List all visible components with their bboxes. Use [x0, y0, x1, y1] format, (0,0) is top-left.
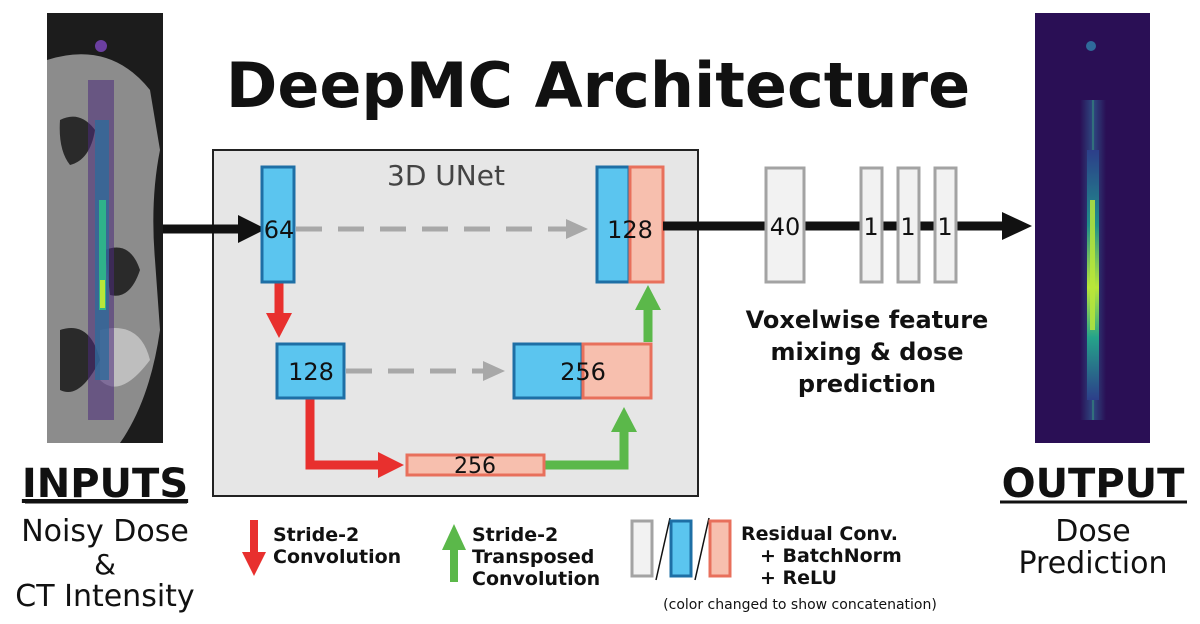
decoder-block-2-label: 256	[560, 358, 606, 386]
legend-upsample: Stride-2 Transposed Convolution	[442, 524, 600, 590]
upsample-arrow-2-head	[635, 285, 661, 310]
upsample-arrow-1-head	[611, 407, 637, 432]
legend-note: (color changed to show concatenation)	[663, 597, 937, 613]
downsample-arrow-2	[305, 398, 382, 470]
legend-gray-block-icon	[630, 519, 654, 578]
legend-salmon-block-icon	[708, 519, 732, 578]
decoder-block-1-label: 128	[607, 216, 653, 244]
input-arrow-head	[238, 215, 266, 243]
legend-down-line2: Convolution	[273, 546, 401, 568]
legend-down-arrow-icon	[242, 552, 266, 576]
head-layer-1b-label: 1	[900, 213, 915, 241]
inputs-heading: INPUTS	[22, 461, 188, 507]
output-arrow-head	[1002, 212, 1032, 240]
skip-connection-top-head	[566, 219, 588, 239]
encoder-block-1-label: 64	[264, 216, 295, 244]
legend-up-line3: Convolution	[472, 568, 600, 590]
downsample-arrow-1-head	[266, 313, 292, 338]
output-heading: OUTPUT	[1002, 461, 1186, 507]
head-layer-1a-label: 1	[863, 213, 878, 241]
legend-up-line2: Transposed	[472, 546, 594, 568]
downsample-arrow-2-head	[378, 452, 404, 478]
skip-connection-middle-head	[483, 361, 505, 381]
head-layer-1c-label: 1	[937, 213, 952, 241]
legend-residual: Residual Conv. + BatchNorm + ReLU (color…	[630, 517, 937, 613]
head-caption-line1: Voxelwise feature	[746, 306, 989, 334]
inputs-line3: CT Intensity	[15, 579, 194, 614]
output-dose-image	[1035, 13, 1150, 443]
inputs-line1: Noisy Dose	[21, 514, 189, 549]
inputs-label-group: INPUTS Noisy Dose & CT Intensity	[15, 461, 194, 614]
encoder-block-2-label: 128	[288, 358, 334, 386]
inputs-line2: &	[94, 548, 116, 581]
bottleneck-block: 256	[405, 453, 546, 479]
legend-down-line1: Stride-2	[273, 524, 359, 546]
legend-residual-line2: + BatchNorm	[760, 545, 902, 567]
encoder-block-1: 64	[260, 165, 296, 284]
legend-up-arrow-icon	[442, 524, 466, 550]
legend-residual-line1: Residual Conv.	[741, 523, 898, 545]
legend-blue-block-icon	[669, 519, 693, 578]
legend-up-line1: Stride-2	[472, 524, 558, 546]
bottleneck-block-label: 256	[454, 454, 496, 479]
head-layer-1b: 1	[896, 166, 921, 284]
legend-downsample: Stride-2 Convolution	[242, 520, 401, 576]
head-caption-line3: prediction	[798, 370, 936, 398]
head-layer-1c: 1	[933, 166, 958, 284]
output-label-group: OUTPUT Dose Prediction	[1000, 461, 1187, 581]
input-ct-image	[47, 13, 163, 444]
head-layer-40-label: 40	[770, 213, 801, 241]
decoder-block-2: 256	[512, 342, 653, 400]
output-line2: Prediction	[1018, 546, 1167, 581]
head-caption: Voxelwise feature mixing & dose predicti…	[746, 306, 989, 398]
upsample-arrow-1	[545, 428, 629, 470]
head-layer-1a: 1	[859, 166, 884, 284]
head-caption-line2: mixing & dose	[770, 338, 963, 366]
page-title: DeepMC Architecture	[226, 49, 970, 122]
head-layer-40: 40	[764, 166, 806, 284]
legend-separator-2	[694, 517, 710, 581]
legend-residual-line3: + ReLU	[760, 567, 837, 589]
legend-separator-1	[655, 517, 671, 581]
output-line1: Dose	[1055, 514, 1131, 549]
unet-label: 3D UNet	[387, 159, 505, 192]
encoder-block-2: 128	[275, 342, 346, 400]
decoder-block-1: 128	[595, 165, 665, 284]
